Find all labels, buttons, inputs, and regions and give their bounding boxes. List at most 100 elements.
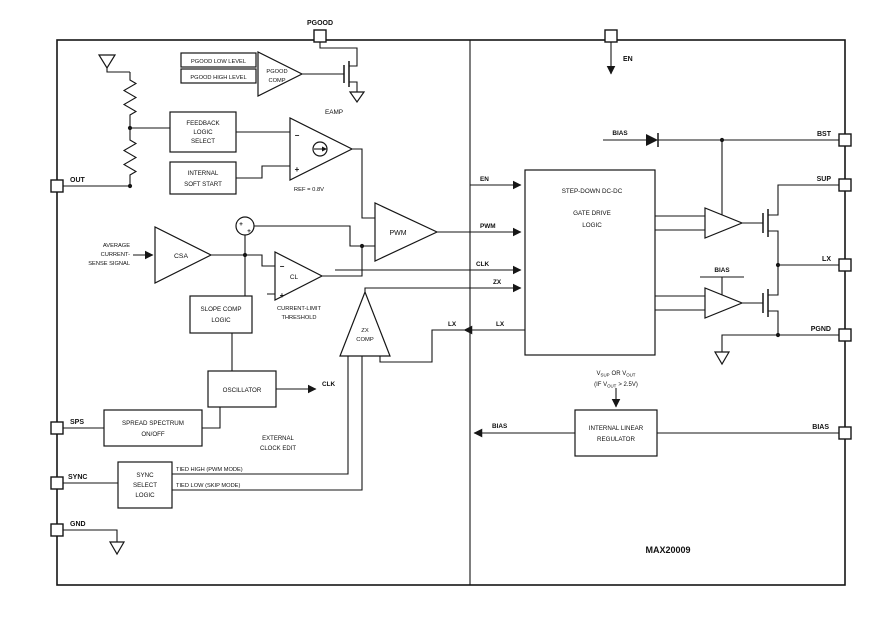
oscillator-box — [207, 370, 277, 408]
zx-comp-label-line1: ZX — [361, 328, 369, 334]
linreg-label-line2: REGULATOR — [597, 436, 635, 443]
vsup-v: V — [597, 371, 601, 377]
pwm-comparator-label: PWM — [389, 230, 406, 237]
pgood-comparator-triangle — [257, 51, 304, 97]
csa-label: CSA — [174, 253, 188, 260]
soft-start-label-line2: SOFT START — [184, 181, 222, 188]
pgood-mosfet — [343, 61, 350, 87]
feedback-logic-select-box — [169, 111, 237, 153]
bootstrap-diode — [646, 134, 658, 146]
pin-labels: PGOOD EN OUT SPS SYNC GND BST SUP LX PGN… — [68, 20, 832, 528]
pgood-comp-label-line1: PGOOD — [266, 69, 287, 75]
block-boxes — [103, 52, 658, 509]
lx-signal-label-left: LX — [448, 321, 457, 328]
ground-symbol-divider — [97, 54, 117, 70]
sync-select-logic-box — [117, 461, 173, 509]
vsup-sub1: SUP — [601, 372, 610, 377]
pin-bias — [838, 426, 852, 440]
pwm-comparator-triangle — [374, 202, 439, 262]
pgood-low-level-box — [180, 52, 257, 68]
bias-pin-label: BIAS — [812, 424, 829, 431]
ext-clock-label-line2: CLOCK EDIT — [260, 446, 296, 452]
pgood-low-level-label: PGOOD LOW LEVEL — [191, 59, 246, 65]
dcdc-label-line2: GATE DRIVE — [573, 210, 611, 217]
slope-label-line1: SLOPE COMP — [201, 306, 242, 313]
slope-comp-logic-box — [189, 295, 253, 334]
junction-dots — [127, 125, 781, 338]
zx-signal-label: ZX — [493, 279, 502, 286]
slope-label-line2: LOGIC — [211, 317, 231, 324]
tied-high-label: TIED HIGH (PWM MODE) — [176, 467, 243, 473]
dcdc-label-line3: LOGIC — [582, 222, 602, 229]
cond-sub: OUT — [607, 383, 617, 388]
pin-sps — [50, 421, 64, 435]
ground-symbol-power-stage — [713, 351, 731, 366]
cl-comparator-triangle — [274, 251, 324, 301]
amplifier-symbols — [154, 51, 744, 357]
pin-lx — [838, 258, 852, 272]
vsup-mid: OR V — [612, 371, 627, 377]
clk-signal-label: CLK — [476, 261, 490, 268]
pin-pads — [50, 29, 852, 537]
high-side-mosfet — [762, 209, 769, 237]
block-labels: PGOOD LOW LEVEL PGOOD HIGH LEVEL PGOOD C… — [88, 59, 690, 555]
internal-soft-start-box — [169, 161, 237, 195]
pin-sup — [838, 178, 852, 192]
cl-threshold-label-line1: CURRENT-LIMIT — [277, 306, 321, 312]
pwm-signal-label: PWM — [480, 223, 496, 230]
chip-outline — [56, 39, 846, 586]
pin-pgnd — [838, 328, 852, 342]
csa-input-label-line1: AVERAGE — [103, 243, 130, 249]
junction-dot — [359, 243, 365, 249]
low-side-driver-triangle — [704, 287, 744, 319]
bias-driver-label: BIAS — [714, 267, 730, 274]
pgood-high-level-box — [180, 68, 257, 84]
ref-label: REF = 0.8V — [294, 187, 324, 193]
device-symbols — [97, 54, 769, 556]
zx-signal-wire — [364, 283, 522, 293]
summing-junction — [235, 216, 255, 236]
pin-en — [604, 29, 618, 43]
pin-pgood — [313, 29, 327, 43]
cond-p1: (IF V — [594, 382, 607, 388]
ground-symbol-gnd-pin — [108, 541, 126, 556]
csa-input-label-line2: CURRENT- — [101, 252, 130, 258]
pin-sync — [50, 476, 64, 490]
eamp-minus-sign: − — [295, 131, 300, 140]
summing-plus-sign-1: + — [239, 221, 243, 228]
eamp-plus-sign: + — [295, 165, 300, 174]
soft-start-label-line1: INTERNAL — [188, 170, 219, 177]
sync-select-label-line2: SELECT — [133, 482, 157, 489]
gnd-pin-label: GND — [70, 521, 86, 528]
summing-plus-sign-2: + — [247, 228, 251, 235]
out-pin-label: OUT — [70, 177, 86, 184]
pgnd-pin-label: PGND — [811, 326, 831, 333]
sup-pin-label: SUP — [817, 176, 832, 183]
sync-select-label-line1: SYNC — [136, 472, 154, 479]
part-number-label: MAX20009 — [645, 545, 690, 555]
sps-pin-label: SPS — [70, 419, 84, 426]
sync-pin-label: SYNC — [68, 474, 87, 481]
wires — [63, 42, 839, 542]
pin-gnd — [50, 523, 64, 537]
tied-low-label: TIED LOW (SKIP MODE) — [176, 483, 240, 489]
wire-net — [63, 42, 839, 542]
bias-top-label: BIAS — [612, 130, 628, 137]
step-down-dcdc-box — [524, 169, 656, 356]
ground-symbol-pgood — [348, 91, 366, 104]
spread-spectrum-box — [103, 409, 203, 447]
dcdc-label-line1: STEP-DOWN DC-DC — [562, 188, 623, 195]
en-signal-label: EN — [480, 176, 489, 183]
linreg-label-line1: INTERNAL LINEAR — [589, 425, 644, 432]
spread-label-line2: ON/OFF — [141, 431, 165, 438]
feedback-label-line2: LOGIC — [193, 129, 213, 136]
pin-bst — [838, 133, 852, 147]
oscillator-label: OSCILLATOR — [223, 387, 262, 394]
cl-plus-sign: + — [280, 291, 285, 300]
sync-select-label-line3: LOGIC — [135, 492, 155, 499]
zx-comparator-triangle — [339, 290, 391, 357]
pin-out — [50, 179, 64, 193]
ext-clock-label-line1: EXTERNAL — [262, 436, 294, 442]
